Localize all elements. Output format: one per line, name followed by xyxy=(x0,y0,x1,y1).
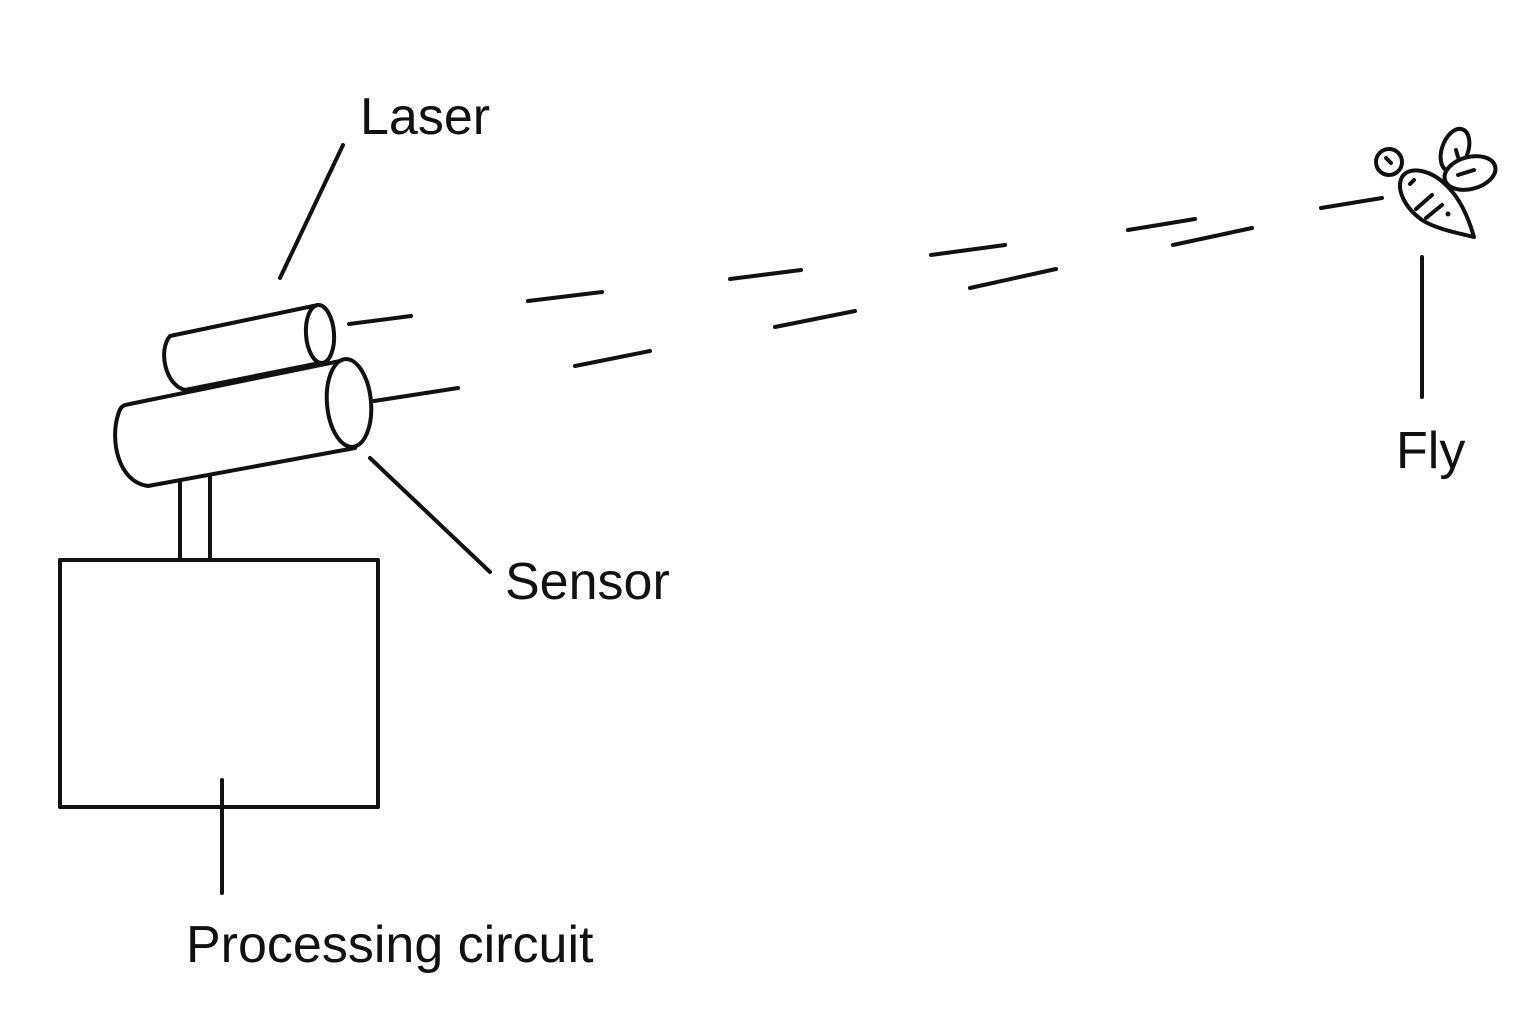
processing-circuit-box xyxy=(58,558,380,809)
fly-icon xyxy=(1374,126,1498,239)
sensor-cylinder xyxy=(113,357,374,488)
laser-cylinder xyxy=(162,303,337,392)
laser-leader xyxy=(278,143,345,280)
laser-beam xyxy=(347,196,1384,326)
reflected-beam xyxy=(372,226,1254,403)
fly-label: Fly xyxy=(1396,422,1465,480)
laser-label: Laser xyxy=(360,88,490,146)
sensor-leader xyxy=(368,456,492,574)
sensor-label: Sensor xyxy=(505,553,670,611)
processing-circuit-label: Processing circuit xyxy=(186,916,594,974)
